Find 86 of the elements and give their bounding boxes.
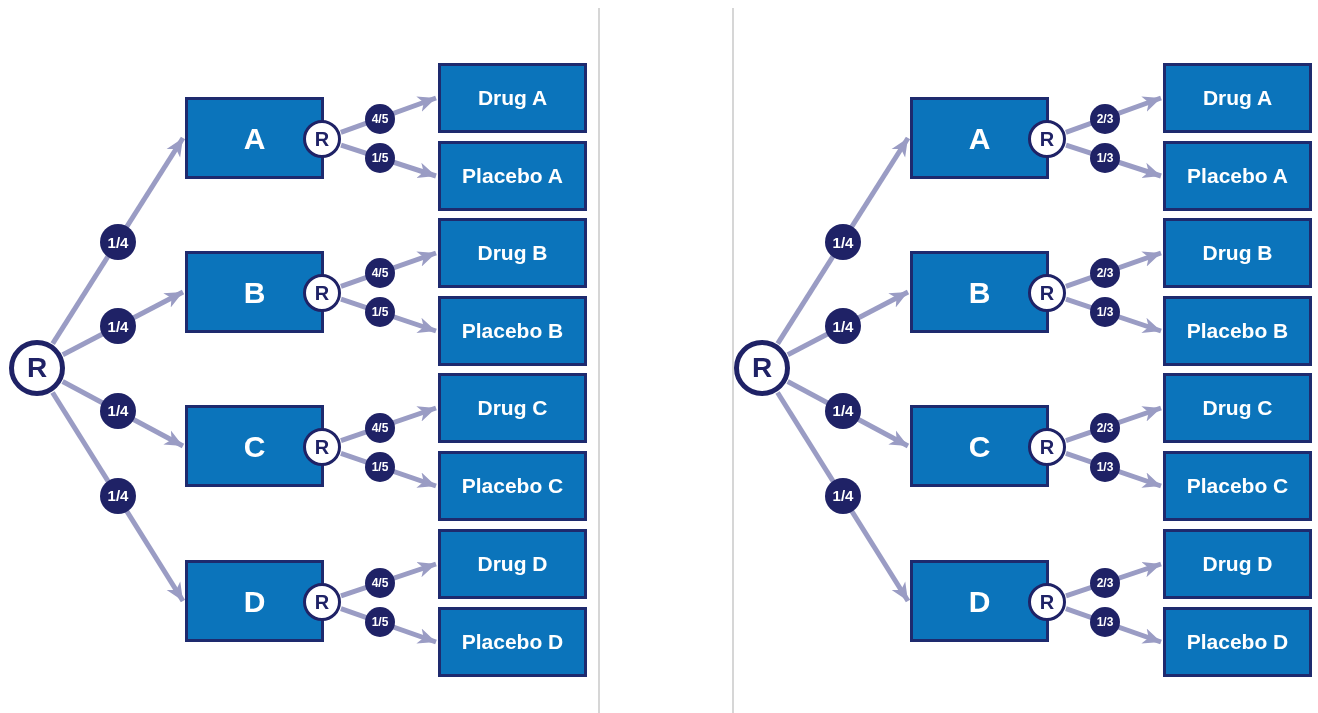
randomization-circle (1028, 428, 1066, 466)
edge-label: 1/3 (1090, 297, 1120, 327)
box-label: Drug D (477, 552, 548, 576)
box-label: Drug B (1202, 241, 1273, 265)
randomization-circle (1028, 583, 1066, 621)
circle-label: R (1039, 283, 1055, 303)
box-label: Placebo D (461, 630, 564, 654)
arm-box (1163, 218, 1312, 288)
box-label: Placebo B (461, 319, 564, 343)
arm-box (438, 607, 587, 677)
randomization-circle (734, 340, 790, 396)
arm-box (438, 529, 587, 599)
edge-label: 1/4 (100, 392, 136, 429)
arrow (775, 136, 911, 345)
box-label: D (243, 584, 266, 618)
arm-box (438, 141, 587, 211)
circle-label: R (1039, 592, 1055, 612)
edge-label: 4/5 (365, 568, 395, 598)
arm-box (438, 218, 587, 288)
arm-box (438, 63, 587, 133)
circle-label: R (314, 592, 330, 612)
box-label: B (968, 275, 991, 309)
edge-label: 1/4 (825, 224, 861, 261)
circle-label: R (751, 354, 773, 382)
box-label: Drug C (1202, 396, 1273, 420)
box-label: A (243, 121, 266, 155)
box-label: Placebo B (1186, 319, 1289, 343)
box-label: Placebo C (461, 474, 564, 498)
box-label: Drug C (477, 396, 548, 420)
edge-label: 1/5 (365, 451, 395, 482)
box-label: Placebo C (1186, 474, 1289, 498)
edge-label: 1/3 (1090, 142, 1120, 173)
box-label: Drug B (477, 241, 548, 265)
edge-label: 1/3 (1090, 451, 1120, 482)
box-label: Placebo A (462, 164, 563, 188)
edge-label: 2/3 (1090, 412, 1120, 443)
box-label: D (968, 584, 991, 618)
arm-box (1163, 529, 1312, 599)
edge-label: 4/5 (365, 258, 395, 288)
edge-label: 1/4 (100, 224, 136, 261)
edge-label: 1/4 (100, 308, 136, 345)
circle-label: R (314, 129, 330, 149)
box-label: Drug D (1202, 552, 1273, 576)
edge-label: 2/3 (1090, 103, 1120, 134)
arm-box (1163, 607, 1312, 677)
edge-label: 1/3 (1090, 607, 1120, 637)
arm-box (438, 373, 587, 443)
arm-box (1163, 63, 1312, 133)
edge-label: 1/5 (365, 142, 395, 173)
edge-label: 1/5 (365, 607, 395, 637)
box-label: A (968, 121, 991, 155)
edge-label: 1/4 (825, 477, 861, 514)
box-label: B (243, 275, 266, 309)
box-label: C (243, 429, 266, 463)
randomization-circle (1028, 274, 1066, 312)
arm-box (1163, 296, 1312, 366)
arm-box (438, 296, 587, 366)
randomization-circle (303, 583, 341, 621)
edge-label: 1/4 (100, 477, 136, 514)
edge-label: 2/3 (1090, 258, 1120, 288)
arm-box (1163, 141, 1312, 211)
arm-box (1163, 451, 1312, 521)
randomization-circle (303, 120, 341, 158)
circle-label: R (314, 283, 330, 303)
circle-label: R (26, 354, 48, 382)
arm-box (438, 451, 587, 521)
box-label: C (968, 429, 991, 463)
circle-label: R (1039, 437, 1055, 457)
edge-label: 1/5 (365, 297, 395, 327)
arrow (50, 136, 186, 345)
circle-label: R (314, 437, 330, 457)
box-label: Drug A (1202, 86, 1273, 110)
box-label: Drug A (477, 86, 548, 110)
arm-box (1163, 373, 1312, 443)
edge-label: 4/5 (365, 412, 395, 443)
randomization-circle (1028, 120, 1066, 158)
edge-label: 1/4 (825, 308, 861, 345)
randomization-circle (9, 340, 65, 396)
circle-label: R (1039, 129, 1055, 149)
edge-label: 1/4 (825, 392, 861, 429)
box-label: Placebo A (1187, 164, 1288, 188)
edge-label: 4/5 (365, 103, 395, 134)
randomization-circle (303, 428, 341, 466)
randomization-circle (303, 274, 341, 312)
box-label: Placebo D (1186, 630, 1289, 654)
edge-label: 2/3 (1090, 568, 1120, 598)
